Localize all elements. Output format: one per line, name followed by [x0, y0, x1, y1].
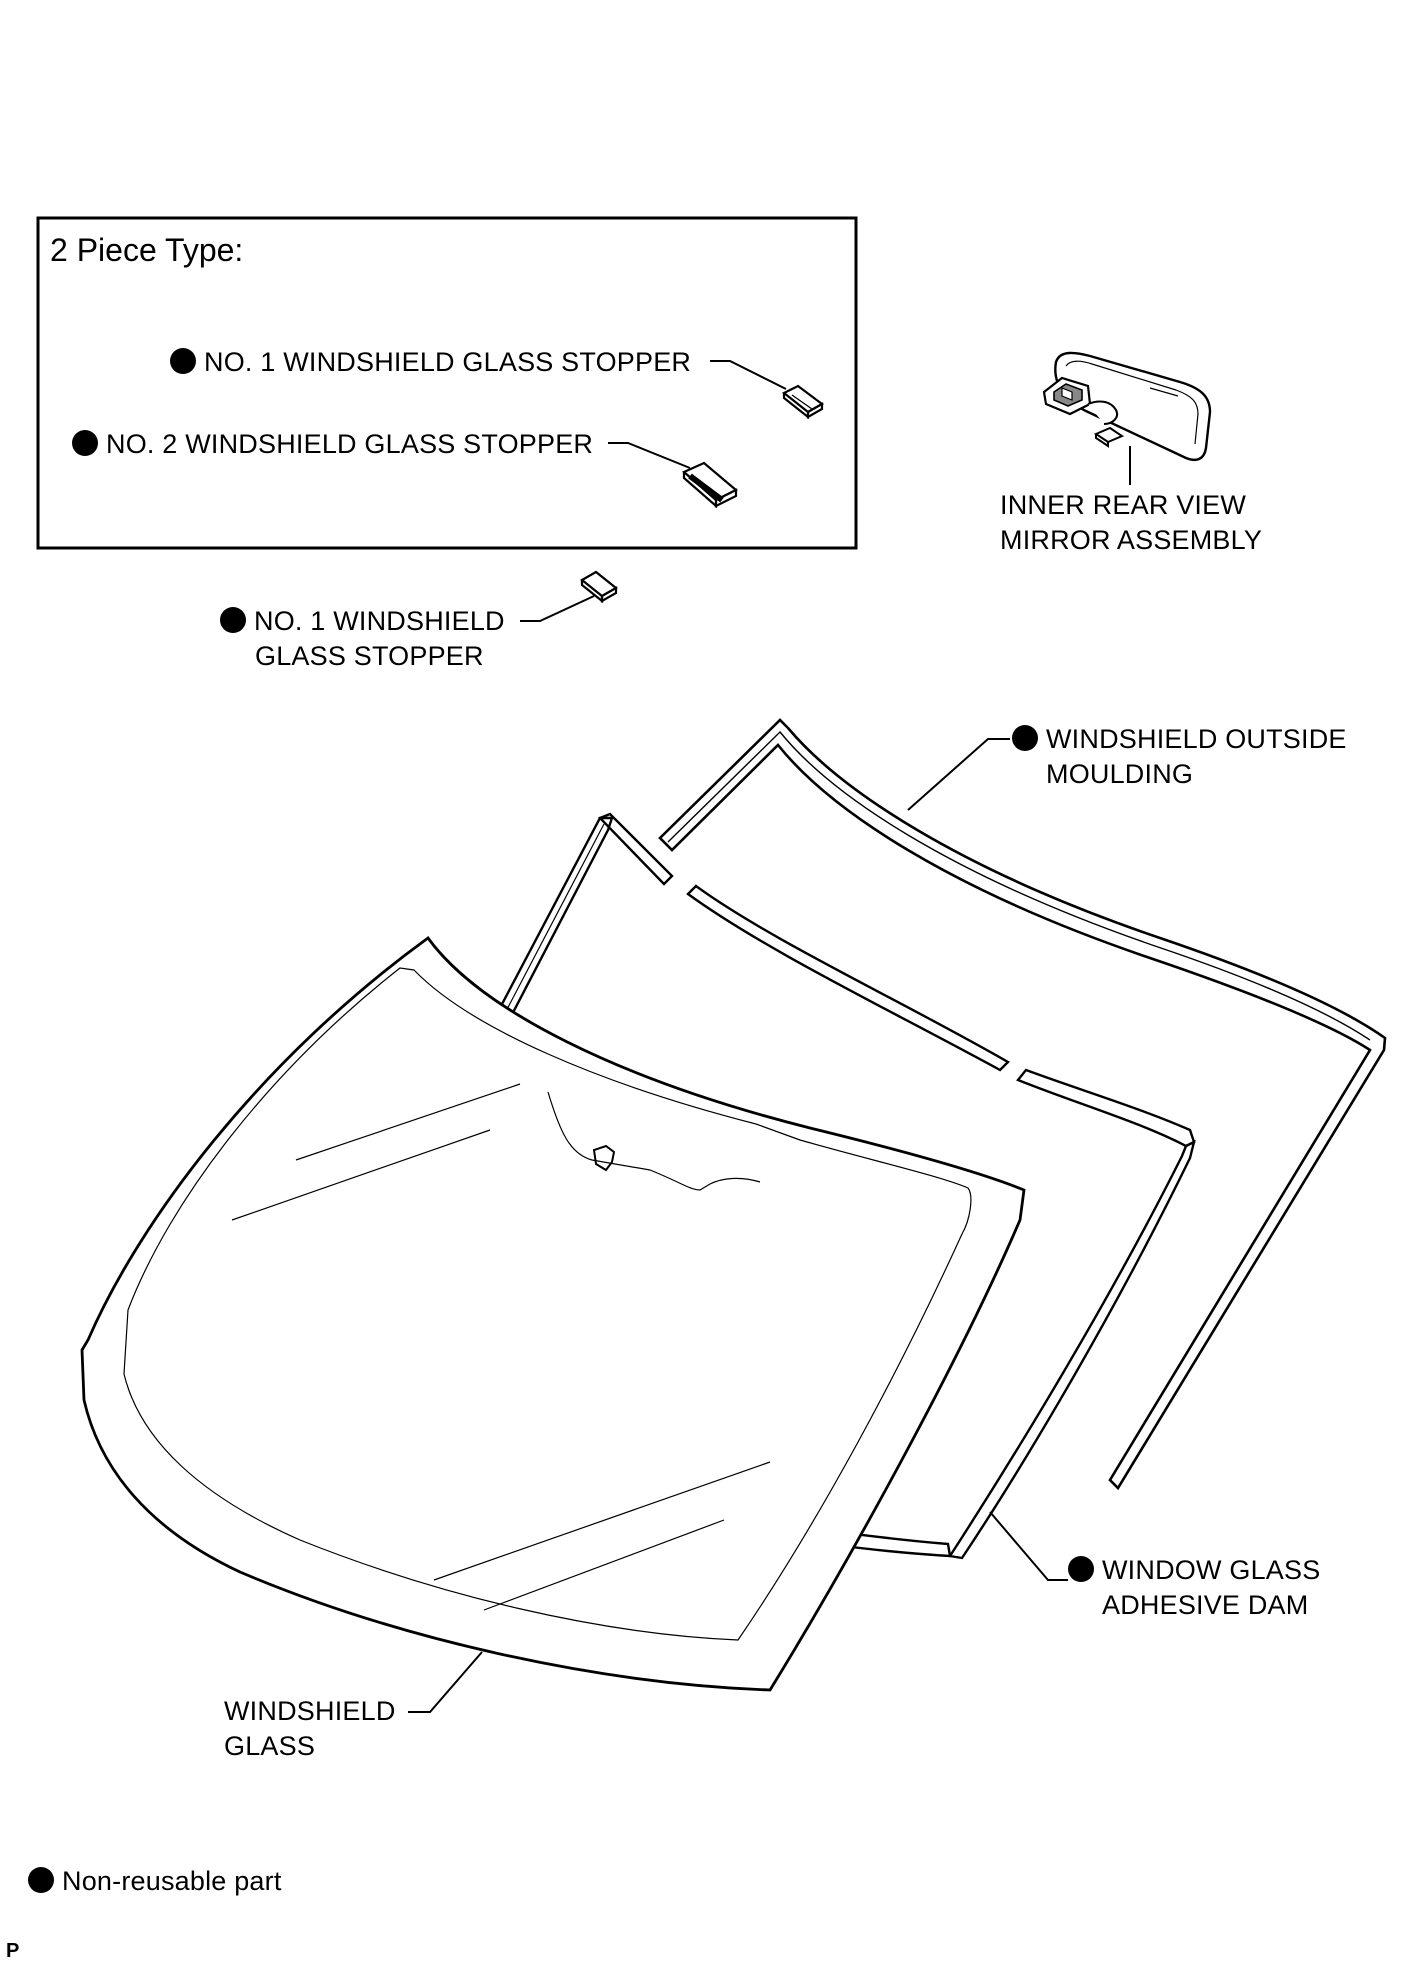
legend: Non-reusable part — [28, 1864, 282, 1899]
label-mirror-line2: MIRROR ASSEMBLY — [1000, 525, 1263, 555]
label-moulding-line2: MOULDING — [1046, 759, 1194, 789]
windshield-glass-part — [80, 936, 1026, 1692]
label-dam-line2: ADHESIVE DAM — [1102, 1590, 1309, 1620]
leader-box-stopper1 — [710, 360, 787, 390]
leader-moulding — [907, 738, 1010, 811]
label-glass: WINDSHIELD GLASS — [224, 1694, 396, 1764]
two-piece-type-box — [36, 216, 858, 550]
windshield-outside-moulding-part — [658, 718, 1387, 1491]
non-reusable-marker-icon — [1068, 1556, 1094, 1582]
label-box-stopper1-text: NO. 1 WINDSHIELD GLASS STOPPER — [204, 347, 692, 377]
label-glass-line2: GLASS — [224, 1731, 316, 1761]
label-moulding-line1: WINDSHIELD OUTSIDE — [1046, 724, 1347, 754]
no2-stopper-box-part — [681, 461, 738, 509]
label-stopper: NO. 1 WINDSHIELD GLASS STOPPER — [220, 604, 505, 674]
label-dam-line1: WINDOW GLASS — [1102, 1555, 1321, 1585]
label-mirror: INNER REAR VIEW MIRROR ASSEMBLY — [1000, 488, 1262, 558]
label-mirror-line1: INNER REAR VIEW — [1000, 490, 1247, 520]
legend-text: Non-reusable part — [62, 1866, 282, 1896]
filled-circle-icon — [28, 1867, 54, 1893]
label-box-stopper2-text: NO. 2 WINDSHIELD GLASS STOPPER — [106, 429, 594, 459]
label-stopper-line2: GLASS STOPPER — [255, 641, 484, 671]
leader-box-stopper2 — [608, 442, 691, 469]
leader-dam — [989, 1511, 1068, 1581]
label-stopper-line1: NO. 1 WINDSHIELD — [254, 606, 505, 636]
label-glass-line1: WINDSHIELD — [224, 1696, 396, 1726]
inner-rear-view-mirror-part — [1042, 351, 1212, 462]
label-moulding: WINDSHIELD OUTSIDE MOULDING — [1012, 722, 1347, 792]
non-reusable-marker-icon — [220, 607, 246, 633]
no1-stopper-box-part — [781, 384, 824, 420]
label-box-stopper2: NO. 2 WINDSHIELD GLASS STOPPER — [72, 427, 593, 462]
label-box-stopper1: NO. 1 WINDSHIELD GLASS STOPPER — [170, 345, 691, 380]
non-reusable-marker-icon — [1012, 725, 1038, 751]
non-reusable-marker-icon — [72, 430, 98, 456]
label-dam: WINDOW GLASS ADHESIVE DAM — [1068, 1553, 1320, 1623]
figure-code: P — [6, 1940, 20, 1962]
no1-stopper-part — [580, 570, 618, 604]
two-piece-type-title: 2 Piece Type: — [50, 232, 244, 268]
non-reusable-marker-icon — [170, 348, 196, 374]
leader-stopper — [520, 595, 595, 622]
leader-glass — [408, 1651, 483, 1713]
